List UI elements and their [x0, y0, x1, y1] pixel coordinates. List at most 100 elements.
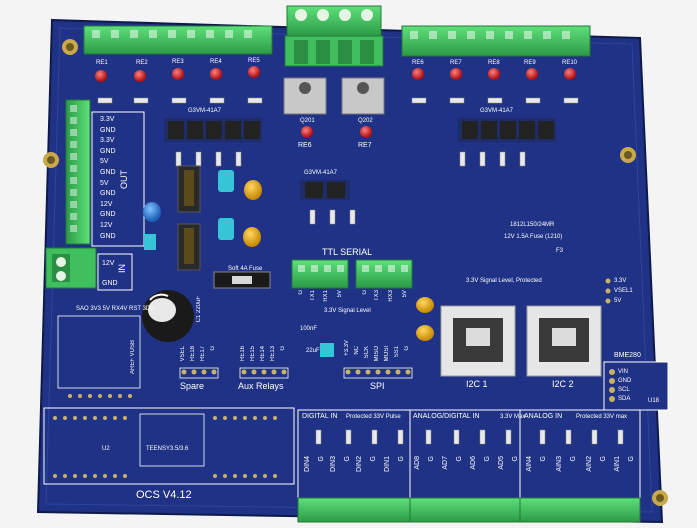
adin-pin-3: G: [456, 456, 463, 462]
relay-label-left-0: RE1: [96, 60, 108, 66]
relay-label-left-4: RE5: [248, 58, 260, 64]
label-q202: Q202: [358, 118, 373, 124]
din-pin-7: G: [398, 456, 405, 462]
out-pin-7: GND: [100, 190, 116, 198]
din-pin-2: DIN3: [330, 456, 337, 472]
fuse-part: 1812L150/24MR: [510, 222, 555, 228]
spare-title: Spare: [180, 381, 205, 391]
bme-pin-1: GND: [618, 378, 632, 384]
aux-pin-2: RE14: [260, 346, 266, 362]
analog-in-title: ANALOG IN: [524, 413, 563, 420]
adin-pin-6: AD5: [498, 456, 505, 470]
input-protection-resistors: [315, 429, 624, 445]
relay-label-right-4: RE10: [562, 60, 578, 66]
in-pin-12v: 12V: [102, 260, 115, 267]
spi-title: SPI: [370, 381, 385, 391]
bme-pin-0: VIN: [618, 369, 629, 375]
din-pin-4: DIN2: [356, 456, 363, 472]
out-pin-2: 3.3V: [100, 137, 115, 145]
vsel-5v: 5V: [614, 298, 622, 304]
out-title: OUT: [119, 170, 129, 189]
spare-pin-0: VSEL: [180, 346, 186, 362]
ain-pin-2: AIN3: [556, 456, 563, 472]
analog-in-note: Protected 33V max: [576, 414, 628, 420]
in-pin-gnd: GND: [102, 280, 118, 287]
ain-pin-7: G: [628, 456, 635, 462]
out-terminal-block: [65, 99, 145, 247]
label-re6: RE6: [298, 142, 312, 149]
c1-label: C1 220uF: [196, 296, 202, 323]
ttl-pin-4: G: [362, 290, 368, 295]
ttl-pin-7: 5V: [402, 290, 408, 298]
ttl-pin-6: RX3: [388, 290, 394, 302]
soft-fuse-label: Soft 4A Fuse: [228, 266, 263, 272]
din-pin-5: G: [370, 456, 377, 462]
fuse-ref: F3: [556, 248, 564, 254]
analog-digital-in-title: ANALOG/DIGITAL IN: [413, 413, 480, 420]
board-title: OCS V4.12: [136, 489, 192, 501]
aux-pin-4: G: [280, 346, 286, 351]
spi-pin-0: +3.3V: [344, 340, 350, 356]
top-right-terminal-block: [401, 25, 591, 57]
status-leds: [95, 66, 576, 138]
din-pin-3: G: [344, 456, 351, 462]
out-pin-9: GND: [100, 211, 116, 219]
soft-fuse: [213, 271, 271, 289]
power-connector: [284, 5, 384, 67]
aux-pin-0: RE16: [240, 346, 246, 362]
relay-label-left-3: RE4: [210, 59, 222, 65]
mounting-holes: [43, 39, 668, 506]
out-pin-5: GND: [100, 169, 116, 176]
aux-relays-title: Aux Relays: [238, 381, 284, 391]
spi-pin-6: G: [404, 346, 410, 351]
mid-relay-part: G3VM-41A7: [304, 170, 338, 176]
adin-pin-0: AD8: [414, 456, 421, 470]
din-pin-1: G: [318, 456, 325, 462]
ttl-pin-0: G: [298, 290, 304, 295]
teensy-footprint: [43, 407, 295, 485]
din-pin-6: DIN1: [384, 456, 391, 472]
analog-digital-in-note: 3.3V Max: [500, 414, 526, 420]
ain-pin-4: AIN2: [586, 456, 593, 472]
i2c-title: 3.3V Signal Level, Protected: [466, 278, 542, 284]
ttl-pin-3: 5V: [337, 290, 343, 298]
i2c-port-1: I2C 1: [466, 379, 488, 389]
ttl-serial-title: TTL SERIAL: [322, 247, 373, 257]
relay-label-right-2: RE8: [488, 60, 500, 66]
spi-pin-5: SS1: [394, 346, 400, 358]
spare-pin-1: RE18: [190, 346, 196, 362]
ttl-pin-2: RX1: [323, 290, 329, 302]
relay-part-right: G3VM-41A7: [480, 108, 514, 114]
vsel-3v3: 3.3V: [614, 278, 627, 284]
adin-pin-1: G: [428, 456, 435, 462]
i2c-port-2: I2C 2: [552, 379, 574, 389]
ttl-serial-terminals: [291, 259, 413, 289]
out-pin-10: 12V: [100, 222, 113, 229]
i2c-rj-jacks: [440, 305, 602, 377]
in-terminal-block: [45, 247, 133, 291]
relay-label-right-0: RE6: [412, 60, 424, 66]
digital-in-note: Protected 33V Pulse: [346, 414, 401, 420]
spare-pin-2: RE17: [200, 346, 206, 362]
label-re7: RE7: [358, 142, 372, 149]
spi-pin-2: SCK: [364, 346, 370, 359]
spi-cap2-label: 22uF: [306, 348, 320, 354]
electrolytic-capacitor: [142, 290, 194, 342]
pin-headers: [181, 278, 611, 375]
in-title: IN: [117, 264, 127, 273]
relay-label-left-2: RE3: [172, 59, 184, 65]
spi-pin-4: MOSI: [384, 346, 390, 362]
adin-pin-4: AD6: [470, 456, 477, 470]
teensy-label: TEENSY3.5/3.6: [146, 446, 189, 452]
adin-pin-7: G: [512, 456, 519, 462]
smd-resistors: [97, 97, 579, 225]
label-q201: Q201: [300, 118, 315, 124]
digital-in-title: DIGITAL IN: [302, 413, 338, 420]
voltage-regulators: [177, 165, 201, 271]
out-pin-1: GND: [100, 126, 116, 134]
out-pin-3: GND: [100, 147, 116, 155]
spi-cap-label: 100nF: [300, 326, 318, 332]
out-pin-0: 3.3V: [100, 116, 115, 123]
